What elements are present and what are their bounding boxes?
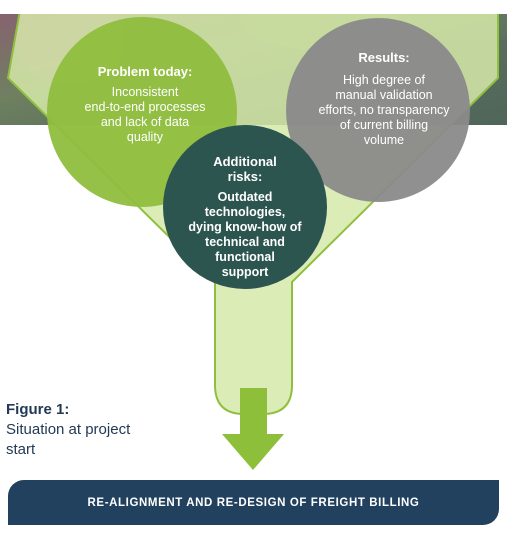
results-circle bbox=[286, 18, 470, 202]
risks-title-line: Additional bbox=[213, 154, 277, 169]
results-body: High degree of manual validation efforts… bbox=[306, 73, 462, 148]
results-text-block: Results: High degree of manual validatio… bbox=[306, 50, 462, 148]
risks-line: support bbox=[221, 265, 269, 279]
risks-title: Additional risks: bbox=[200, 154, 290, 184]
banner-label: RE-ALIGNMENT AND RE-DESIGN OF FREIGHT BI… bbox=[87, 496, 420, 509]
results-line: High degree of bbox=[342, 73, 425, 87]
problem-text-block: Problem today: Inconsistent end-to-end p… bbox=[70, 64, 220, 145]
caption-title: Figure 1: bbox=[6, 401, 70, 418]
risks-line: Outdated technologies, bbox=[204, 190, 286, 219]
results-title: Results: bbox=[358, 50, 410, 65]
caption-line: start bbox=[6, 441, 36, 458]
problem-line: Inconsistent bbox=[111, 85, 179, 99]
risks-text-block: Additional risks: Outdated technologies,… bbox=[178, 154, 312, 280]
problem-body: Inconsistent end-to-end processes and la… bbox=[70, 85, 220, 145]
banner: RE-ALIGNMENT AND RE-DESIGN OF FREIGHT BI… bbox=[8, 480, 499, 525]
results-line: volume bbox=[363, 133, 405, 147]
problem-line: quality bbox=[126, 130, 164, 144]
risks-line: dying know-how of bbox=[188, 220, 302, 234]
results-line: efforts, no transparency bbox=[318, 103, 450, 117]
problem-title: Problem today: bbox=[97, 64, 193, 79]
results-line: manual validation bbox=[335, 88, 433, 102]
figure-caption: Figure 1: Situation at project start bbox=[6, 400, 176, 460]
caption-line: Situation at project bbox=[6, 421, 131, 438]
risks-title-line: risks: bbox=[227, 169, 263, 184]
results-line: of current billing bbox=[339, 118, 429, 132]
risks-line: technical and functional bbox=[205, 235, 285, 264]
down-arrow-icon bbox=[222, 388, 284, 470]
risks-body: Outdated technologies, dying know-how of… bbox=[178, 190, 312, 280]
problem-line: and lack of data bbox=[100, 115, 190, 129]
risks-circle bbox=[163, 125, 327, 289]
problem-line: end-to-end processes bbox=[84, 100, 206, 114]
